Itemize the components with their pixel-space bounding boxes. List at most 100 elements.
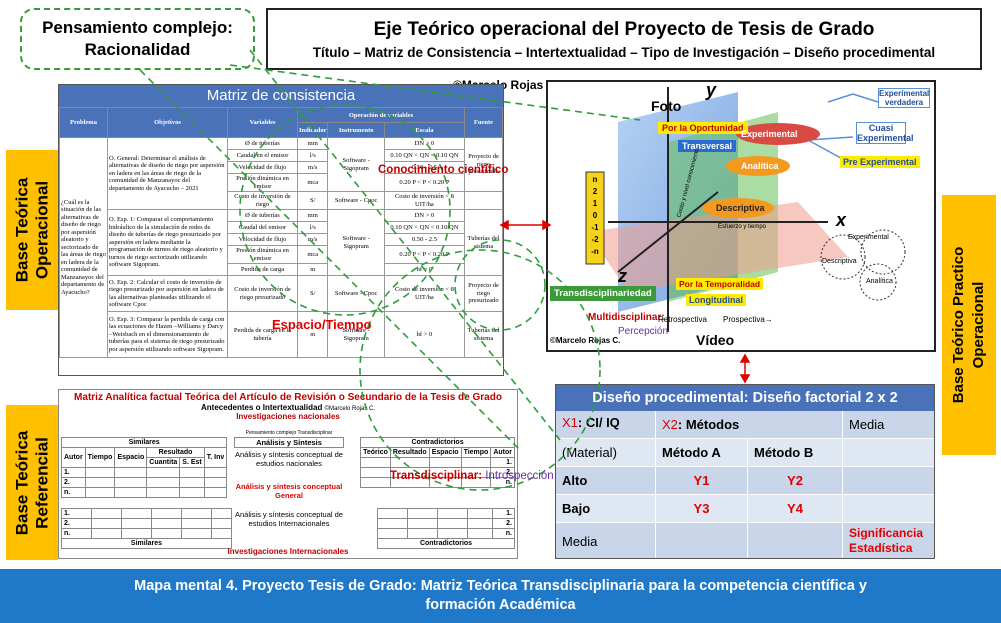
col-subheader: Cuantita	[146, 457, 181, 468]
col-header: Autor	[490, 447, 515, 458]
table-cell: 0.50 - 2.5	[383, 233, 466, 246]
row-mark: 2.	[61, 518, 92, 529]
diagram-credit: ©Marcelo Rojas C.	[550, 336, 621, 345]
alto-label: Alto	[556, 467, 656, 495]
table-cell: Costo de inversión de riego	[227, 191, 298, 210]
table-cell: mca	[296, 173, 329, 192]
table-cell: Costo de inversión de riego presurizado	[227, 275, 298, 312]
table-cell: hf > 0	[383, 263, 466, 276]
x1-rest: : CI/ IQ	[577, 415, 620, 430]
table-cell: Proyecto de riego presurizado	[464, 275, 503, 312]
table-cell: Presión dinámica en emisor	[227, 245, 298, 264]
table-cell: Velocidad de flujo	[227, 233, 298, 246]
x2-rest: : Métodos	[677, 417, 740, 432]
matriz-consistencia-panel: Matriz de consistencia Problema Objetivo…	[58, 84, 504, 376]
col-header: Espacio	[114, 447, 148, 468]
side-label-line: Operacional	[32, 180, 52, 280]
empty-cell	[843, 467, 934, 495]
objective-cell: O. Esp. 1: Comparar el comportamiento hi…	[107, 209, 228, 276]
similares-header: Similares	[60, 437, 228, 448]
investigaciones-nacionales-label: Investigaciones nacionales	[236, 412, 340, 421]
x1-cell: X1: CI/ IQ	[556, 411, 656, 439]
col-header: Teórico	[360, 447, 391, 458]
objective-cell: O. General: Determinar el análisis de al…	[107, 137, 228, 210]
side-label-line: Base Teórico Practico	[950, 246, 968, 404]
table-cell: mm	[296, 209, 329, 222]
matriz-consistencia-title: Matriz de consistencia	[59, 85, 503, 107]
footer-banner: Mapa mental 4. Proyecto Tesis de Grado: …	[0, 569, 1001, 623]
table-cell: hf > 0	[383, 311, 466, 358]
branch-arrow	[807, 136, 854, 141]
table-cell: 0.10 QN < QN < 0.10 QN	[383, 149, 466, 162]
venn-circle	[859, 263, 897, 301]
experimental-label: Experimental	[741, 129, 798, 139]
venn-circle	[820, 234, 866, 280]
table-cell: S/	[296, 275, 329, 312]
col-header: Variables	[227, 107, 298, 138]
contradictorios-header: Contradictorios	[360, 437, 515, 448]
diseno-procedimental-panel: Diseño procedimental: Diseño factorial 2…	[555, 384, 935, 559]
venn-label: Analítica	[866, 278, 893, 285]
n-value: 0	[592, 211, 598, 220]
table-cell: Software - Cpoc	[327, 275, 385, 312]
analisis-sintesis-header: Análisis y Síntesis	[234, 437, 344, 448]
espacio-tiempo-label: Espacio/Tiempo	[272, 317, 372, 332]
col-header: Tiempo	[460, 447, 492, 458]
x2-prefix: X2	[662, 417, 678, 432]
nat-synth: Análisis y síntesis conceptual de estudi…	[235, 450, 343, 468]
venn-label: Experimental	[848, 234, 889, 241]
table-cell: Costo de inversión < 8 UIT/ha	[383, 191, 466, 210]
col-group-header: Operación de variables	[297, 107, 465, 123]
red-plane	[588, 202, 848, 292]
col-header: Indicador	[296, 122, 329, 138]
significancia-cell: Significancia Estadística	[843, 523, 934, 558]
x-axis-label: x	[836, 210, 847, 230]
side-label-line: Operacional	[970, 281, 988, 369]
media-header: Media	[843, 411, 934, 439]
arrow-head	[739, 374, 751, 384]
col-subheader: S. Est	[179, 457, 205, 468]
row-mark: 1.	[61, 467, 86, 478]
table-cell: Presión dinámica en emisor	[227, 173, 298, 192]
int-synth: Análisis y síntesis conceptual de estudi…	[235, 510, 343, 528]
percepcion-label: Percepción	[618, 326, 669, 337]
col-header: Escala	[383, 122, 466, 138]
table-cell: 0.20 P < P < 0.20 P	[383, 173, 466, 192]
similares-footer: Similares	[61, 538, 232, 549]
table-cell: Costo de inversión < 8 UIT/ha	[383, 275, 466, 312]
col-header: Objetivos	[107, 107, 228, 138]
n-value: n	[592, 175, 598, 184]
table-cell: m	[296, 263, 329, 276]
oportunidad-label: Por la Oportunidad	[658, 122, 748, 134]
descriptiva-ellipse	[702, 198, 774, 218]
investigaciones-internacionales-label: Investigaciones Internacionales	[227, 547, 349, 556]
title-box: Eje Teórico operacional del Proyecto de …	[266, 8, 982, 70]
y1-cell: Y1	[656, 467, 748, 495]
table-cell: Perdida de carga	[227, 263, 298, 276]
y2-cell: Y2	[748, 467, 843, 495]
conocimiento-label: Conocimiento científico	[378, 164, 509, 176]
research-type-diagram: Foto y x z Por la Oportunidad Transversa…	[546, 80, 936, 352]
col-header: Fuente	[464, 107, 503, 138]
diseno-title: Diseño procedimental: Diseño factorial 2…	[556, 385, 934, 411]
retrospectiva-label: Retrospectiva	[658, 315, 707, 324]
row-mark: n.	[61, 487, 86, 498]
video-label: Vídeo	[696, 332, 735, 348]
n-scale-labels: n 2 1 0 -1 -2 -n	[588, 174, 602, 258]
col-header: Autor	[61, 447, 86, 468]
footer-line2: formación Académica	[425, 597, 576, 613]
axis-effort-label: Esfuerzo y tiempo	[718, 224, 767, 230]
similares-int-table: 1. 2. n. Similares	[61, 508, 232, 549]
foto-label: Foto	[651, 98, 682, 114]
page-title: Eje Teórico operacional del Proyecto de …	[373, 18, 875, 40]
table-cell: Software - Sigopram	[327, 209, 385, 276]
n-value: -n	[591, 247, 599, 256]
table-cell: Software - Cpoc	[327, 191, 385, 210]
transversal-label: Transversal	[678, 140, 737, 152]
transdisciplinar-label: Transdisciplinar: Introspección	[390, 470, 554, 482]
pre-experimental-label: Pre Experimental	[840, 156, 920, 168]
z-axis-label: z	[618, 266, 627, 286]
cuasi-label: Cuasi Experimental	[856, 122, 914, 144]
transdisciplinar-value: Introspección	[485, 470, 554, 482]
